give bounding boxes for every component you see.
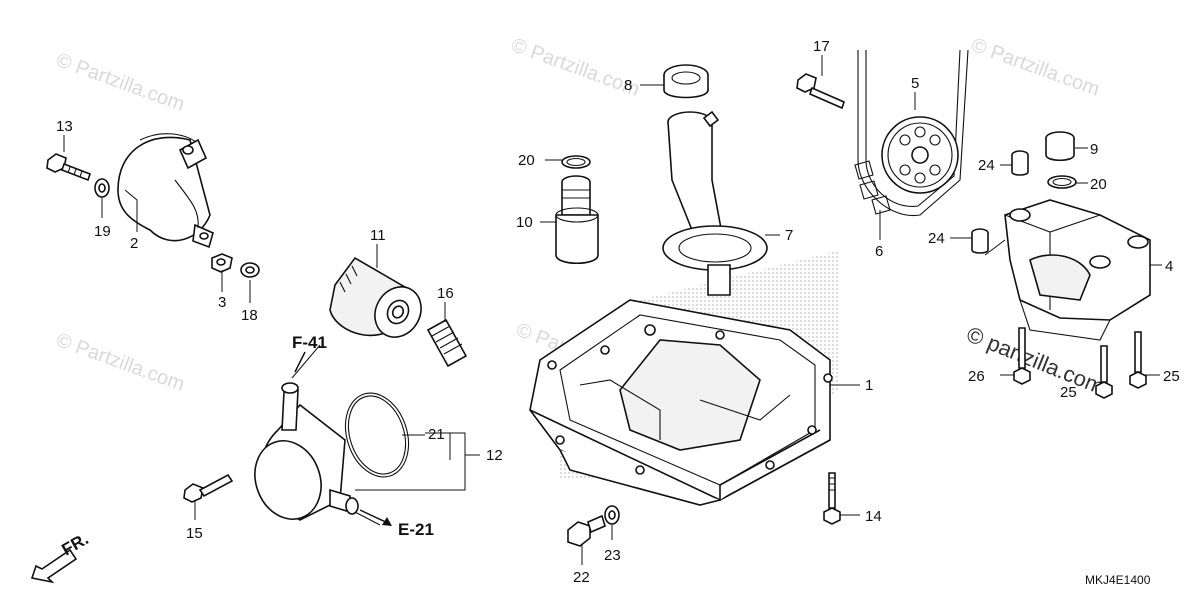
watermark: © Partzilla.com: [53, 329, 187, 396]
watermark: © Partzilla.com: [968, 34, 1102, 101]
callout-1: 1: [865, 377, 873, 394]
part-15-bolt: [183, 473, 234, 503]
callout-17: 17: [813, 38, 830, 55]
part-25-bolt: [1095, 345, 1113, 399]
part-12-oil-cooler: [254, 382, 359, 521]
callout-25: 25: [1060, 384, 1077, 401]
callout-18: 18: [241, 307, 258, 324]
callout-6: 6: [875, 243, 883, 260]
callout-16: 16: [437, 285, 454, 302]
callout-13: 13: [56, 118, 73, 135]
part-21-gasket: [344, 392, 410, 478]
callout-2: 2: [130, 235, 138, 252]
part-1-oil-pan: [529, 250, 840, 506]
part-16-spring: [426, 318, 468, 368]
ref-arrow-e21: [359, 509, 392, 526]
part-20-o-ring: [561, 155, 591, 169]
watermark-dark: © partzilla.com: [963, 321, 1108, 399]
part-26-bolt: [1013, 327, 1031, 385]
callout-20-right: 20: [1090, 176, 1107, 193]
leader-lines: [63, 55, 1162, 565]
callout-5: 5: [911, 75, 919, 92]
diagram-code: MKJ4E1400: [1085, 573, 1151, 587]
callout-7: 7: [785, 227, 793, 244]
part-18-collar: [240, 262, 260, 278]
part-17-bolt: [796, 73, 845, 110]
callout-26: 26: [968, 368, 985, 385]
part-6-chain: [854, 49, 969, 217]
callout-10: 10: [516, 214, 533, 231]
part-24-dowel-lower: [971, 228, 989, 254]
callout-4: 4: [1165, 258, 1173, 275]
callout-19: 19: [94, 223, 111, 240]
part-5-sprocket: [881, 116, 959, 194]
callouts: 13 19 2 3 18 11 16 21 12 15 8 20 10 7 1 …: [56, 38, 1180, 586]
callout-22: 22: [573, 569, 590, 586]
ref-label-f41: F-41: [292, 333, 327, 352]
part-22-drain-bolt: [567, 514, 606, 547]
part-20-o-ring-right: [1047, 175, 1077, 189]
part-19-washer: [94, 178, 110, 198]
callout-15: 15: [186, 525, 203, 542]
callout-24: 24: [978, 157, 995, 174]
callout-20: 20: [518, 152, 535, 169]
part-2-guard: [117, 133, 214, 249]
watermark: © Partzilla.com: [508, 34, 642, 101]
part-8-seal: [663, 64, 709, 99]
part-23-washer: [604, 505, 620, 525]
callout-12: 12: [486, 447, 503, 464]
part-10-relief-valve: [555, 175, 599, 265]
ref-arrow-f41: [294, 351, 306, 373]
fr-arrow-icon: [30, 548, 78, 584]
part-7-strainer: [662, 110, 768, 296]
part-9-collar: [1045, 131, 1075, 162]
callout-9: 9: [1090, 141, 1098, 158]
part-3-grommet: [211, 253, 233, 273]
callout-25-right: 25: [1163, 368, 1180, 385]
part-14-bolt: [823, 472, 841, 525]
callout-23: 23: [604, 547, 621, 564]
part-11-oil-filter: [329, 256, 422, 338]
callout-11: 11: [370, 227, 386, 244]
callout-3: 3: [218, 294, 226, 311]
callout-8: 8: [624, 77, 632, 94]
callout-14: 14: [865, 508, 882, 525]
watermark: © Partzilla.com: [53, 49, 187, 116]
callout-21: 21: [428, 426, 445, 443]
callout-24-lower: 24: [928, 230, 945, 247]
part-4-oil-pump: [1004, 199, 1151, 341]
ref-label-e21: E-21: [398, 520, 434, 539]
part-13-bolt: [46, 153, 92, 182]
part-25-bolt-right: [1129, 331, 1147, 389]
part-24-dowel: [1011, 150, 1029, 176]
